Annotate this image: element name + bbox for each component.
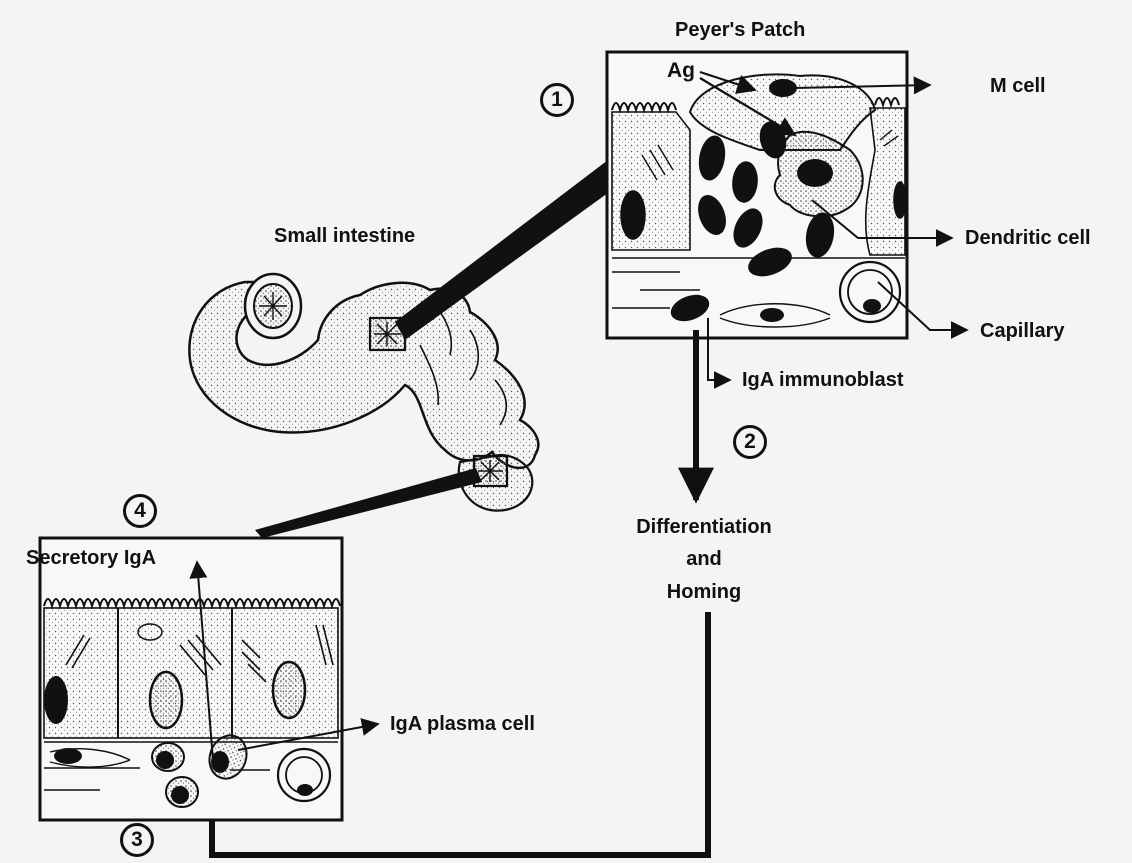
- zoom-wedge-lower: [255, 468, 482, 538]
- dendritic-cell-label: Dendritic cell: [965, 228, 1091, 248]
- iga-plasma-cell-label: IgA plasma cell: [390, 714, 535, 734]
- small-intestine-label: Small intestine: [274, 226, 415, 246]
- lamina-propria-panel: [40, 538, 378, 820]
- secretory-iga-label: Secretory IgA: [26, 548, 156, 568]
- ag-label: Ag: [667, 60, 695, 81]
- peyers-patch-panel: [607, 52, 907, 338]
- capillary-label: Capillary: [980, 321, 1064, 341]
- step-3-badge: 3: [120, 823, 154, 857]
- step-4-badge: 4: [123, 494, 157, 528]
- differentiation-label: Differentiation: [614, 517, 794, 537]
- step-2-badge: 2: [733, 425, 767, 459]
- iga-immunoblast-label: IgA immunoblast: [742, 370, 903, 390]
- m-cell-label: M cell: [990, 76, 1046, 96]
- peyers-patch-label: Peyer's Patch: [675, 20, 805, 40]
- zoom-wedge-upper: [395, 160, 612, 340]
- and-label: and: [614, 549, 794, 569]
- homing-label: Homing: [614, 582, 794, 602]
- step-1-badge: 1: [540, 83, 574, 117]
- small-intestine-drawing: [189, 274, 538, 511]
